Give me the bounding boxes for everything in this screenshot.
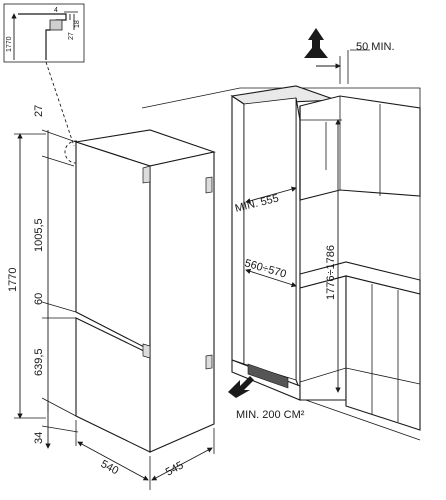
upper-cabinet bbox=[299, 95, 421, 201]
vent-grille bbox=[247, 363, 289, 389]
overall-height-label: 1770 bbox=[7, 268, 19, 292]
wall-line bbox=[141, 87, 421, 398]
width-label: 540 bbox=[99, 458, 121, 477]
inset-callout-line bbox=[45, 61, 75, 147]
housing-inner bbox=[243, 97, 297, 381]
fridge-door-upper bbox=[75, 141, 151, 351]
lower-cabinet-side bbox=[299, 275, 347, 401]
dim-27: 27 bbox=[33, 105, 45, 117]
lower-cabinet-front bbox=[345, 275, 421, 431]
top-clearance: 50 MIN. bbox=[304, 28, 395, 84]
chain-ext-2 bbox=[41, 155, 75, 167]
side-bracket-top bbox=[205, 176, 213, 194]
inset-frame bbox=[3, 3, 85, 63]
fridge bbox=[75, 129, 217, 453]
vent-arrow-icon bbox=[228, 376, 254, 398]
left-dimension-chain: 27 1005,5 60 639,5 34 bbox=[33, 105, 79, 449]
inset-height-label: 1770 bbox=[6, 36, 13, 52]
up-arrow-icon bbox=[304, 28, 328, 58]
inset-dim-18: 18 bbox=[74, 20, 81, 28]
depth-min-line bbox=[245, 186, 297, 204]
side-bracket-bottom bbox=[205, 354, 213, 370]
chain-ext-5 bbox=[41, 397, 77, 417]
inset-block bbox=[49, 19, 63, 31]
hinge-top bbox=[142, 165, 151, 184]
fridge-side bbox=[149, 151, 215, 453]
vent-callout: MIN. 200 CM² bbox=[228, 376, 305, 421]
width-range-line bbox=[245, 268, 297, 288]
dim-1005: 1005,5 bbox=[33, 218, 45, 252]
chain-ext-3 bbox=[41, 301, 77, 313]
chain-ext-top bbox=[41, 129, 77, 143]
lower-drawer-line bbox=[299, 367, 421, 385]
depth-label: 545 bbox=[164, 459, 186, 478]
height-range: 1776÷1786 bbox=[300, 119, 342, 393]
cabinet bbox=[141, 85, 421, 441]
overall-height-dim: 1770 bbox=[7, 133, 46, 419]
dim-639: 639,5 bbox=[33, 348, 45, 376]
housing-left-panel bbox=[231, 94, 245, 365]
dim-60: 60 bbox=[33, 293, 45, 305]
inset-dim-27: 27 bbox=[68, 32, 75, 40]
height-range-label: 1776÷1786 bbox=[325, 245, 337, 300]
clearance-label: 50 MIN. bbox=[356, 41, 395, 53]
chain-ext-6 bbox=[41, 425, 79, 433]
inset-detail: 1770 4 18 27 bbox=[3, 3, 85, 63]
depth-dim-line bbox=[151, 447, 213, 481]
width-dim-line bbox=[77, 441, 149, 481]
dim-34: 34 bbox=[33, 432, 45, 444]
hinge-middle bbox=[142, 343, 151, 359]
vent-label: MIN. 200 CM² bbox=[236, 409, 305, 421]
inset-dim-4: 4 bbox=[54, 7, 58, 14]
